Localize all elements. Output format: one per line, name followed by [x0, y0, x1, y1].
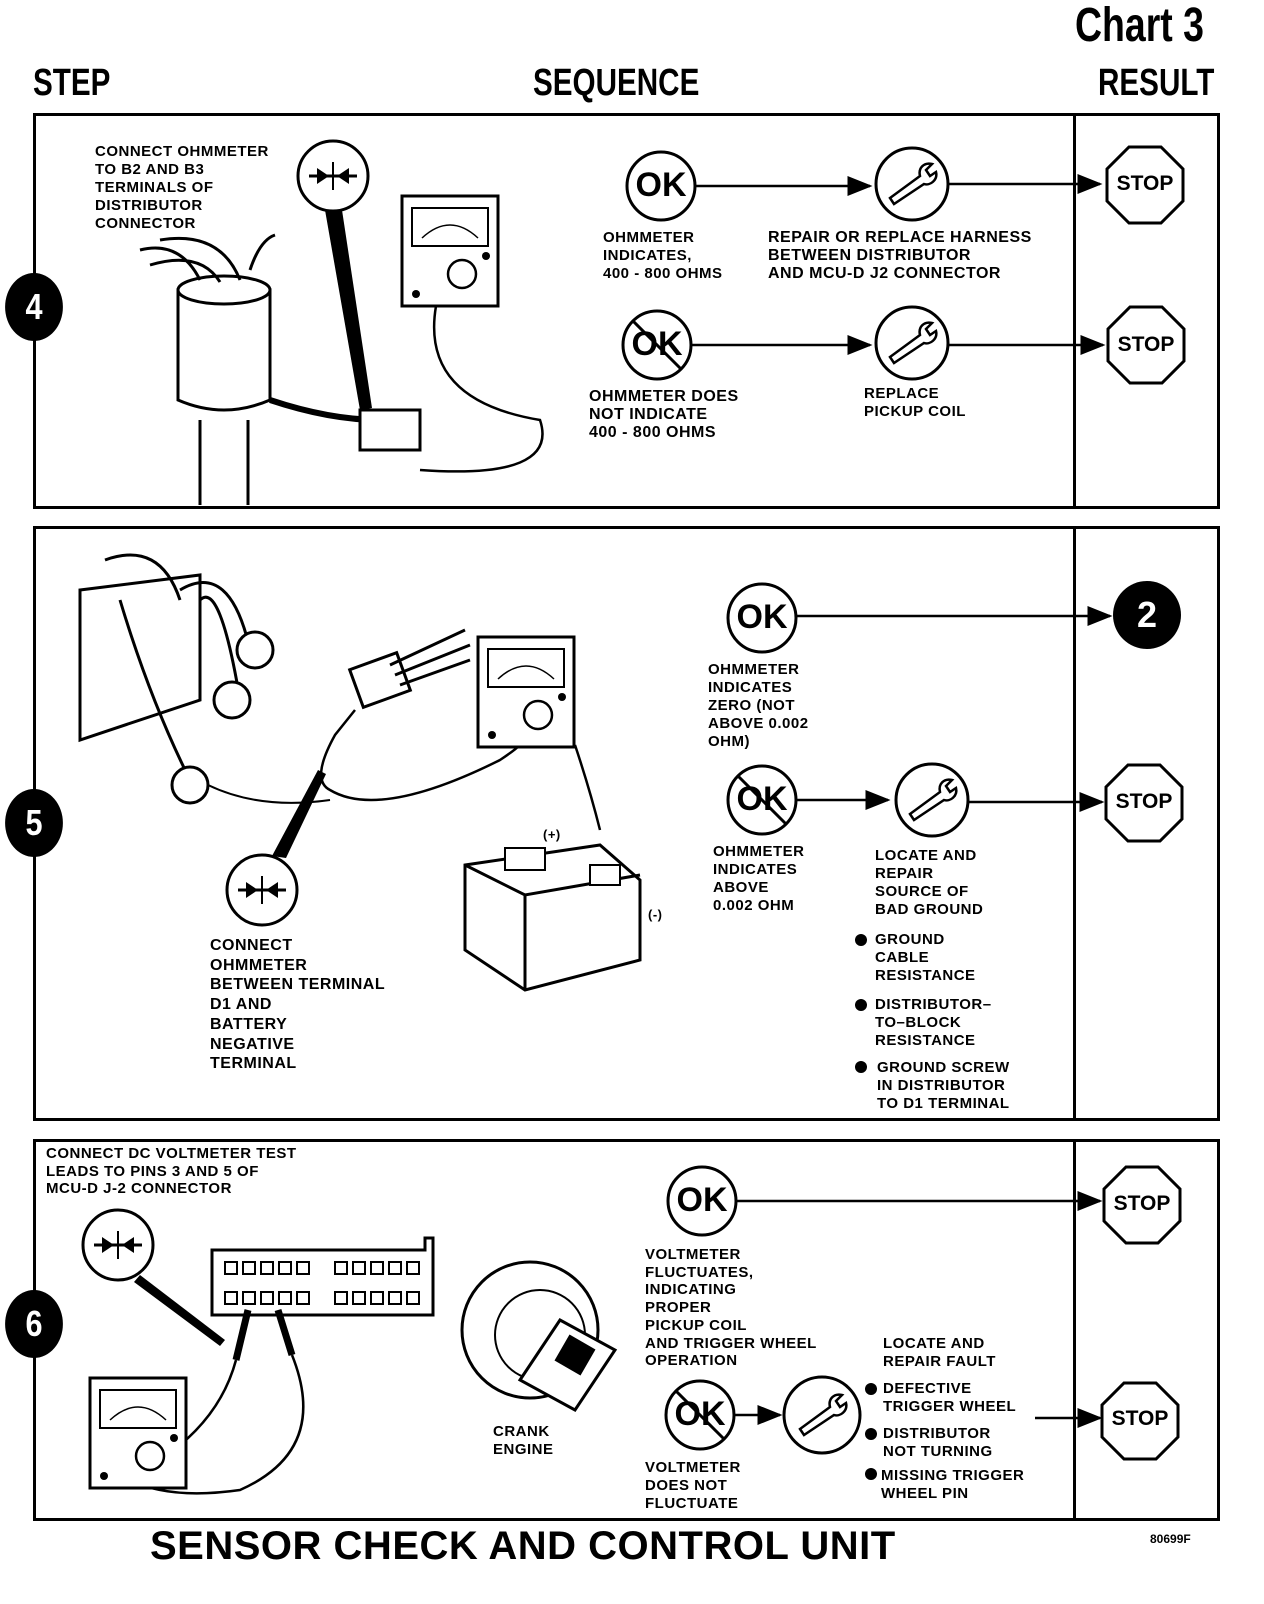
ok-icon: OK [736, 598, 788, 636]
step-5-bullet: GROUND CABLE RESISTANCE [875, 931, 976, 984]
ok-icon: OK [676, 1181, 728, 1219]
step-6-notok-action: LOCATE AND REPAIR FAULT [883, 1335, 996, 1370]
step-5-sequence-graphics [78, 553, 1184, 1073]
stop-sign: STOP [1113, 1192, 1171, 1215]
step-4-number: 4 [5, 273, 63, 341]
stop-sign: STOP [1115, 790, 1173, 813]
stop-sign: STOP [1111, 1407, 1169, 1430]
stop-sign: STOP [1117, 333, 1175, 356]
go-to-step-2-badge: 2 [1113, 581, 1181, 649]
step-6-ok-condition: VOLTMETER FLUCTUATES, INDICATING PROPER … [645, 1246, 817, 1370]
footer-title: SENSOR CHECK AND CONTROL UNIT [150, 1524, 896, 1568]
sequence-header: SEQUENCE [533, 62, 700, 104]
step-6-bullet: DISTRIBUTOR NOT TURNING [883, 1425, 993, 1460]
chart-label: Chart 3 [1075, 0, 1204, 52]
step-5-notok-condition: OHMMETER INDICATES ABOVE 0.002 OHM [713, 843, 805, 914]
result-header: RESULT [1098, 62, 1215, 104]
figure-code: 80699F [1150, 1532, 1191, 1546]
step-6-bullet: DEFECTIVE TRIGGER WHEEL [883, 1380, 1017, 1415]
not-ok-icon: OK [674, 1395, 726, 1433]
step-header: STEP [33, 62, 111, 104]
step-4-ok-condition: OHMMETER INDICATES, 400 - 800 OHMS [603, 229, 723, 282]
step-6-number: 6 [5, 1290, 63, 1358]
step-4-instruction: CONNECT OHMMETER TO B2 AND B3 TERMINALS … [95, 143, 269, 232]
step-6-notok-condition: VOLTMETER DOES NOT FLUCTUATE [645, 1459, 741, 1512]
not-ok-icon: OK [631, 325, 683, 363]
result-divider [1073, 1139, 1076, 1521]
battery-positive-label: (+) [543, 827, 561, 842]
step-4-notok-action: REPLACE PICKUP COIL [864, 385, 966, 420]
step-6-bullet: MISSING TRIGGER WHEEL PIN [881, 1467, 1025, 1502]
battery-negative-label: (-) [648, 907, 663, 922]
step-4-notok-condition: OHMMETER DOES NOT INDICATE 400 - 800 OHM… [589, 388, 739, 441]
step-5-ok-condition: OHMMETER INDICATES ZERO (NOT ABOVE 0.002… [708, 661, 809, 750]
result-divider [1073, 113, 1076, 509]
step-5-number: 5 [5, 789, 63, 857]
ok-icon: OK [635, 166, 687, 204]
crank-engine-label: CRANK ENGINE [493, 1423, 554, 1458]
step-5-instruction: CONNECT OHMMETER BETWEEN TERMINAL D1 AND… [210, 937, 386, 1073]
step-5-notok-action: LOCATE AND REPAIR SOURCE OF BAD GROUND [875, 847, 984, 918]
step-4-ok-action: REPAIR OR REPLACE HARNESS BETWEEN DISTRI… [768, 229, 1032, 282]
step-5-bullet: GROUND SCREW IN DISTRIBUTOR TO D1 TERMIN… [877, 1059, 1010, 1112]
step-5-bullet: DISTRIBUTOR– TO–BLOCK RESISTANCE [875, 996, 992, 1049]
step-6-instruction: CONNECT DC VOLTMETER TEST LEADS TO PINS … [46, 1145, 297, 1197]
step-6-sequence-graphics [81, 1165, 1182, 1495]
not-ok-icon: OK [736, 780, 788, 818]
stop-sign: STOP [1116, 172, 1174, 195]
result-divider [1073, 526, 1076, 1121]
